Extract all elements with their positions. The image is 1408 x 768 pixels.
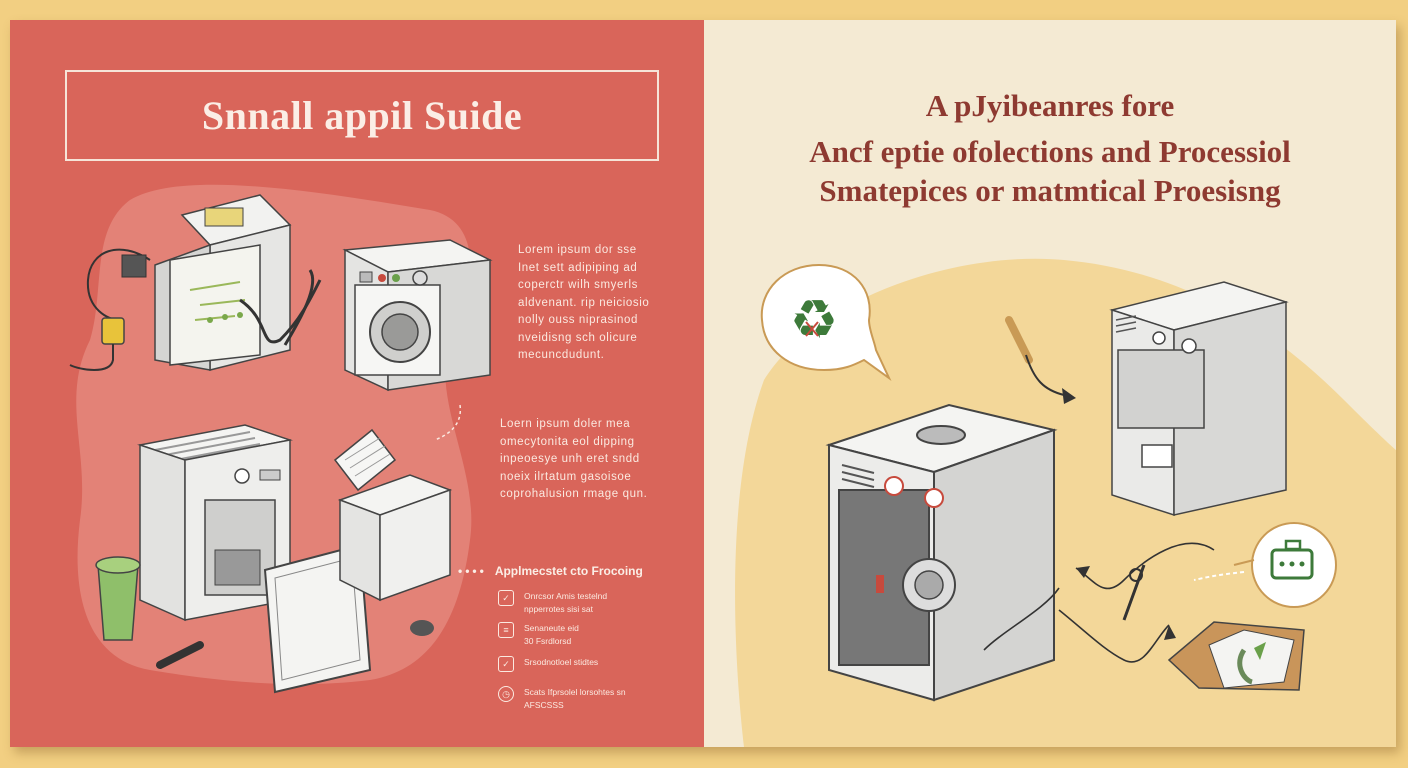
clock-icon: ◷ [498, 686, 514, 702]
wrench-tool [156, 641, 204, 669]
green-bin [95, 556, 141, 641]
intro-line: Inet sett adipiping ad [518, 261, 638, 274]
process-item-line: Srsodnotloel stidtes [524, 657, 599, 667]
process-item: ≡ Senaneute eid 30 Fsrdlorsd [498, 622, 579, 647]
intro-line: nolly ouss niprasinod [518, 314, 638, 326]
second-line: omecytonita eol dipping [500, 435, 635, 448]
left-title: Snnall appil Suide [201, 93, 523, 138]
tag-icon: ✓ [498, 590, 514, 606]
appliance-open-panel [69, 194, 322, 371]
second-paragraph: Loern ipsum doler mea omecytonita eol di… [500, 416, 647, 504]
cable-line [1075, 542, 1215, 590]
second-line: inpeoesye unh eret sndd [500, 453, 640, 465]
second-line: coprohalusion rmage qun. [500, 488, 648, 500]
process-item-line: AFSCSSS [524, 699, 564, 710]
intro-line: coperctr wilh smyerls [518, 279, 638, 291]
title-box: Snnall appil Suide [65, 70, 659, 161]
process-item: ◷ Scats Ifprsolel lorsohtes sn AFSCSSS [498, 686, 626, 711]
intro-paragraph: Lorem ipsum dor sse Inet sett adipiping … [518, 242, 649, 365]
recycle-icon: ♻ [790, 288, 838, 351]
right-panel: ♻ [704, 20, 1396, 747]
right-title-line: Ancf eptie ofolections and Processiol [809, 134, 1291, 169]
appliance-main [825, 403, 1058, 702]
intro-line: aldvenant. rip neiciosio [518, 296, 650, 309]
kettle-bubble [1233, 522, 1337, 608]
right-illustrations: ♻ [735, 258, 1396, 747]
appliance-oven [1109, 281, 1289, 517]
cable-line [1058, 609, 1170, 663]
left-illustrations [69, 184, 493, 694]
dots-icon: •••• [458, 564, 487, 578]
process-item-line: Senaneute eid [524, 623, 579, 633]
process-heading-text: Applmecstet cto Frocoing [494, 564, 643, 578]
dropper-tool [1005, 316, 1076, 404]
right-title-line: A pJyibeanres fore [925, 88, 1175, 123]
right-title-line: Smatepices or matmtical Proesisng [819, 173, 1281, 208]
cable [283, 269, 315, 346]
arrow-head [1164, 625, 1176, 640]
process-item-line: Scats Ifprsolel lorsohtes sn [524, 687, 626, 697]
check-icon: ✓ [498, 656, 514, 672]
knob-part [410, 620, 434, 636]
appliance-front-loader [342, 239, 493, 392]
paper-bag [1167, 621, 1305, 691]
left-panel: Snnall appil Suide Lorem ipsum dor sse I… [10, 20, 704, 747]
recycle-bubble: ♻ [760, 263, 892, 382]
process-item-line: 30 Fsrdlorsd [524, 635, 572, 646]
cable-line [983, 587, 1060, 651]
intro-line: nveidisng sch olicure [518, 331, 638, 344]
second-line: noeix ilrtatum gasoisoe [500, 470, 632, 483]
process-item-line: npperrotes sisi sat [524, 603, 593, 614]
process-heading: •••• Applmecstet cto Frocoing [458, 564, 643, 578]
arrow-head [1076, 566, 1090, 578]
process-item-line: Onrcsor Amis testelnd [524, 591, 608, 601]
process-item: ✓ Onrcsor Amis testelnd npperrotes sisi … [498, 590, 607, 615]
process-item: ✓ Srsodnotloel stidtes [498, 656, 598, 672]
appliance-dryer [137, 424, 293, 622]
second-line: Loern ipsum doler mea [500, 418, 631, 430]
intro-line: mecuncdudunt. [518, 349, 605, 361]
intro-line: Lorem ipsum dor sse [518, 244, 637, 256]
scissors-tool [1122, 564, 1146, 621]
list-icon: ≡ [498, 622, 514, 638]
small-chest [333, 428, 453, 602]
